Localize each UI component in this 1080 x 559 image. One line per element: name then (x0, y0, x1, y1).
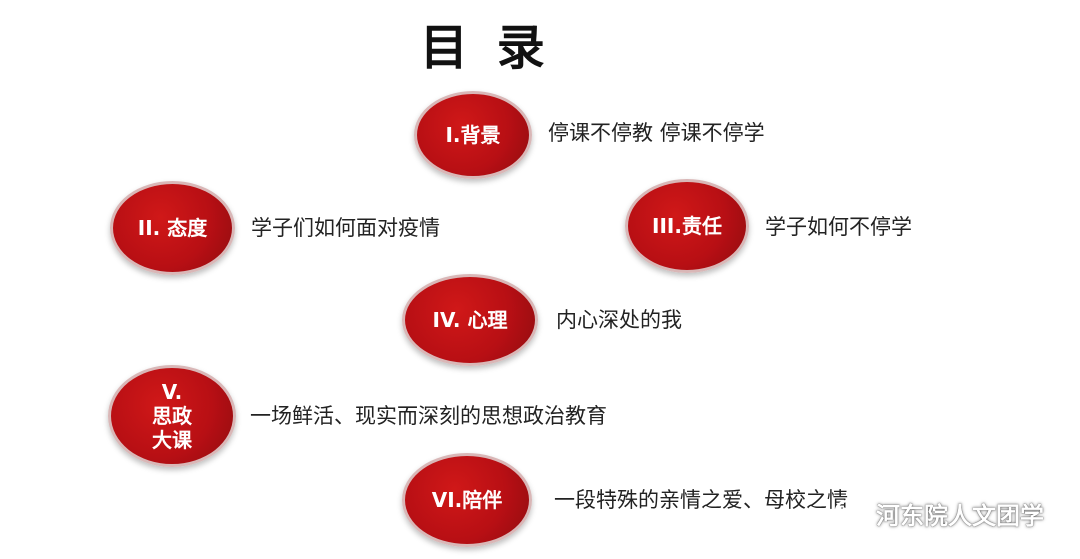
section-description-companionship: 一段特殊的亲情之爱、母校之情 (554, 488, 848, 512)
section-circle-attitude: II. 态度 (110, 181, 235, 275)
section-circle-psychology: IV. 心理 (402, 274, 538, 366)
section-description-background: 停课不停教 停课不停学 (548, 121, 765, 145)
watermark: 河东院人文团学 (834, 496, 1044, 531)
section-circle-ideology: V. 思政 大课 (108, 365, 236, 467)
section-description-responsibility: 学子如何不停学 (765, 215, 912, 239)
page-title: 目 录 (420, 20, 551, 76)
watermark-text: 河东院人文团学 (876, 502, 1044, 530)
section-circle-background: I.背景 (414, 91, 532, 179)
section-circle-responsibility: III.责任 (625, 179, 749, 273)
wechat-icon (834, 499, 870, 528)
section-description-ideology: 一场鲜活、现实而深刻的思想政治教育 (250, 404, 607, 428)
section-description-psychology: 内心深处的我 (556, 308, 682, 332)
section-circle-companionship: VI.陪伴 (402, 453, 532, 547)
section-description-attitude: 学子们如何面对疫情 (251, 216, 440, 240)
